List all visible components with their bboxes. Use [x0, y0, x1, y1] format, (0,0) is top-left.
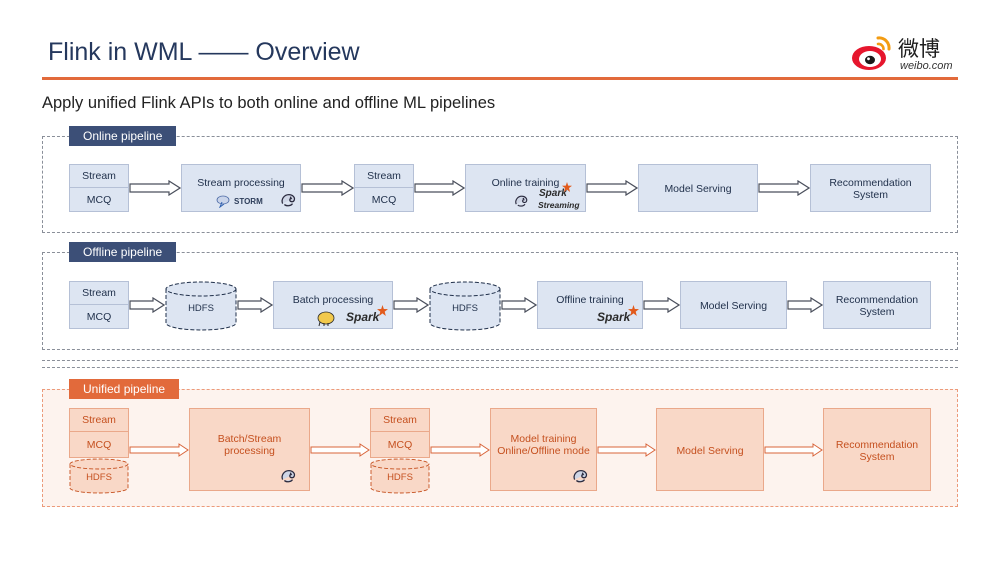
mcq-label: MCQ	[370, 432, 430, 458]
system-label: System	[852, 189, 888, 201]
weibo-logo: 微博 weibo.com	[850, 33, 960, 75]
online-offline-mode-label: Online/Offline mode	[497, 445, 590, 457]
spark-label: Spark	[539, 188, 567, 199]
mcq-label: MCQ	[86, 310, 112, 323]
recommendation-label: Recommendation	[829, 177, 912, 189]
unified-pipeline-tag: Unified pipeline	[69, 379, 180, 399]
online-model-serving-node: Model Serving	[638, 164, 758, 212]
flow-arrow	[787, 297, 823, 313]
stream-label: Stream	[370, 408, 430, 432]
flow-arrow	[501, 297, 537, 313]
online-mid-source-node: Stream MCQ	[354, 164, 414, 212]
streaming-label: Streaming	[538, 200, 580, 210]
system-label: System	[859, 451, 895, 463]
spark-label: Spark	[597, 310, 631, 324]
online-recommendation-node: Recommendation System	[810, 164, 931, 212]
offline-recommendation-node: Recommendation System	[823, 281, 931, 329]
flow-arrow	[414, 180, 465, 196]
flow-arrow	[129, 180, 181, 196]
mcq-label: MCQ	[69, 432, 129, 458]
stream-label: Stream	[70, 165, 128, 188]
system-label: System	[859, 306, 895, 318]
flow-arrow	[301, 180, 354, 196]
batch-stream-label: Batch/Stream	[217, 433, 282, 445]
logo-chinese-text: 微博	[898, 37, 940, 61]
model-serving-label: Model Serving	[676, 445, 744, 457]
flow-arrow	[310, 443, 370, 457]
hdfs-cylinder-icon	[69, 458, 129, 494]
offline-source-node: Stream MCQ	[69, 281, 129, 329]
hdfs-storage-node: HDFS	[165, 281, 237, 331]
logo-url-text: weibo.com	[900, 60, 953, 72]
mcq-label: MCQ	[86, 193, 112, 206]
storm-label: STORM	[234, 197, 263, 206]
hdfs-cylinder-icon	[165, 281, 237, 331]
hdfs-label: HDFS	[387, 472, 413, 483]
model-serving-label: Model Serving	[699, 300, 768, 312]
unified-recommendation-node: Recommendation System	[823, 408, 931, 491]
hdfs-label: HDFS	[188, 303, 214, 314]
stream-label: Stream	[70, 282, 128, 305]
flow-arrow	[237, 297, 273, 313]
storm-icon	[216, 195, 230, 208]
mcq-label: MCQ	[371, 193, 397, 206]
offline-training-node: Offline training Spark	[537, 281, 643, 329]
batch-stream-processing-node: Batch/Stream processing	[189, 408, 310, 491]
offline-training-label: Offline training	[556, 294, 624, 306]
recommendation-label: Recommendation	[835, 294, 919, 306]
offline-pipeline-frame	[42, 252, 958, 350]
flink-squirrel-icon	[279, 191, 297, 209]
model-training-node: Model training Online/Offline mode	[490, 408, 597, 491]
weibo-eye-icon	[852, 36, 891, 70]
online-training-node: Online training Spark Streaming	[465, 164, 586, 212]
stream-processing-label: Stream processing	[197, 177, 285, 189]
unified-model-serving-node: Model Serving	[656, 408, 764, 491]
online-pipeline-tag: Online pipeline	[69, 126, 177, 146]
hdfs-cylinder-icon	[429, 281, 501, 331]
stream-label: Stream	[69, 408, 129, 432]
online-training-label: Online training	[491, 177, 560, 189]
offline-model-serving-node: Model Serving	[680, 281, 787, 329]
model-serving-label: Model Serving	[664, 183, 732, 195]
page-title: Flink in WML —— Overview	[48, 38, 360, 66]
flink-squirrel-icon	[571, 467, 589, 485]
spark-star-icon	[377, 305, 388, 316]
unified-mid-source-node: Stream MCQ HDFS	[370, 408, 430, 494]
spark-star-icon	[628, 305, 639, 316]
flink-squirrel-icon	[513, 193, 529, 209]
flink-squirrel-icon	[279, 467, 297, 485]
flow-arrow	[586, 180, 638, 196]
batch-processing-node: Batch processing Spark	[273, 281, 393, 329]
spark-label: Spark	[346, 310, 380, 324]
recommendation-label: Recommendation	[835, 439, 919, 451]
stream-label: Stream	[355, 165, 413, 188]
online-source-node: Stream MCQ	[69, 164, 129, 212]
processing-label: processing	[224, 445, 275, 457]
flow-arrow	[129, 443, 189, 457]
stream-processing-node: Stream processing STORM	[181, 164, 301, 212]
hdfs-label: HDFS	[452, 303, 478, 314]
offline-pipeline-tag: Offline pipeline	[69, 242, 177, 262]
flow-arrow	[758, 180, 810, 196]
hdfs-label: HDFS	[86, 472, 112, 483]
flow-arrow	[643, 297, 680, 313]
hdfs-storage-node: HDFS	[429, 281, 501, 331]
title-divider	[42, 77, 958, 80]
section-separator	[42, 360, 958, 361]
flow-arrow	[393, 297, 429, 313]
model-training-label: Model training	[510, 433, 577, 445]
subtitle: Apply unified Flink APIs to both online …	[42, 94, 496, 112]
hdfs-cylinder-icon	[370, 458, 430, 494]
online-pipeline-frame	[42, 136, 958, 233]
batch-processing-label: Batch processing	[292, 294, 374, 306]
flow-arrow	[430, 443, 490, 457]
unified-source-node: Stream MCQ HDFS	[69, 408, 129, 494]
spark-star-icon	[562, 182, 572, 192]
section-separator	[42, 367, 958, 368]
hadoop-elephant-icon	[317, 311, 335, 327]
flow-arrow	[597, 443, 656, 457]
flow-arrow	[764, 443, 823, 457]
flow-arrow	[129, 297, 165, 313]
